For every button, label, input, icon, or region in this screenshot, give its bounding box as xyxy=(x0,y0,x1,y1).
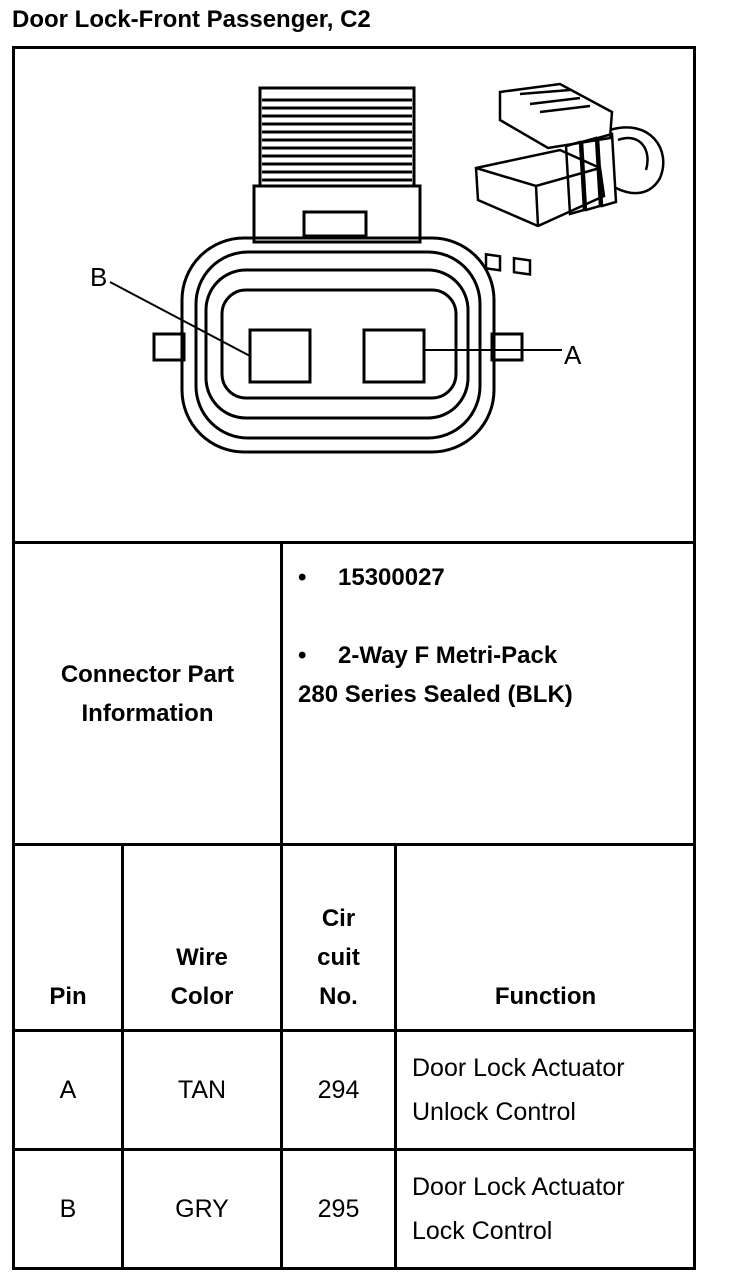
divider-col-circuit xyxy=(394,843,397,1270)
row-function-line2: Unlock Control xyxy=(412,1098,576,1126)
row-function-line2: Lock Control xyxy=(412,1217,553,1245)
table-row-b-wire-color: GRY xyxy=(124,1151,280,1267)
table-row-a-wire-color: TAN xyxy=(124,1032,280,1148)
connector-info-value-cell: • 15300027 • 2-Way F Metri-Pack 280 Seri… xyxy=(298,558,694,838)
divider-col-pin xyxy=(121,843,124,1270)
header-pin-cell: Pin xyxy=(15,846,121,1016)
divider-row-a-bottom xyxy=(12,1148,696,1151)
table-row-a-function: Door Lock Actuator Unlock Control xyxy=(412,1046,694,1146)
connector-info-label-cell: Connector Part Information xyxy=(15,544,280,843)
header-function: Function xyxy=(494,983,597,1010)
header-circuit-line1: Cir xyxy=(321,905,356,932)
row-pin-value: A xyxy=(59,1076,77,1104)
row-function-line1: Door Lock Actuator xyxy=(412,1173,625,1201)
pin-b-leader-line xyxy=(109,281,251,357)
connector-info-label-line2: Information xyxy=(81,699,214,727)
header-circuit-cell: Cir cuit No. xyxy=(283,846,394,1016)
divider-header-bottom xyxy=(12,1029,696,1032)
table-row-b-pin: B xyxy=(15,1151,121,1267)
row-function-line1: Door Lock Actuator xyxy=(412,1054,625,1082)
header-pin: Pin xyxy=(49,983,87,1010)
header-wire-color-cell: Wire Color xyxy=(124,846,280,1016)
divider-col-wire xyxy=(280,843,283,1270)
table-row-b-circuit: 295 xyxy=(283,1151,394,1267)
divider-diagram-bottom xyxy=(12,541,696,544)
page-title: Door Lock-Front Passenger, C2 xyxy=(12,6,371,33)
bullet-icon: • xyxy=(298,642,307,669)
row-pin-value: B xyxy=(59,1195,77,1223)
bullet-icon: • xyxy=(298,564,307,591)
row-wire-color-value: GRY xyxy=(175,1195,229,1223)
connector-info-label-line1: Connector Part xyxy=(60,660,235,688)
table-row-a-pin: A xyxy=(15,1032,121,1148)
row-circuit-value: 295 xyxy=(317,1195,360,1223)
row-circuit-value: 294 xyxy=(317,1076,360,1104)
table-row-b-function: Door Lock Actuator Lock Control xyxy=(412,1165,694,1265)
connector-diagram: B A xyxy=(90,82,665,454)
connector-iso-drawing xyxy=(474,82,665,276)
pin-a-label: A xyxy=(564,340,582,370)
header-wire-color-line1: Wire xyxy=(176,944,228,971)
connector-table-frame xyxy=(12,46,696,1270)
divider-info-bottom xyxy=(12,843,696,846)
header-circuit-line2: cuit xyxy=(317,944,360,971)
table-row-a-circuit: 294 xyxy=(283,1032,394,1148)
header-function-cell: Function xyxy=(397,846,694,1016)
header-circuit-line3: No. xyxy=(319,983,358,1010)
pin-b-label: B xyxy=(90,262,107,292)
row-wire-color-value: TAN xyxy=(177,1076,227,1104)
divider-info-column xyxy=(280,541,283,846)
connector-description-line1: 2-Way F Metri-Pack xyxy=(338,642,558,669)
part-number: 15300027 xyxy=(338,564,445,591)
header-wire-color-line2: Color xyxy=(170,983,234,1010)
connector-description-line2: 280 Series Sealed (BLK) xyxy=(298,681,573,708)
connector-face-drawing xyxy=(152,86,524,454)
